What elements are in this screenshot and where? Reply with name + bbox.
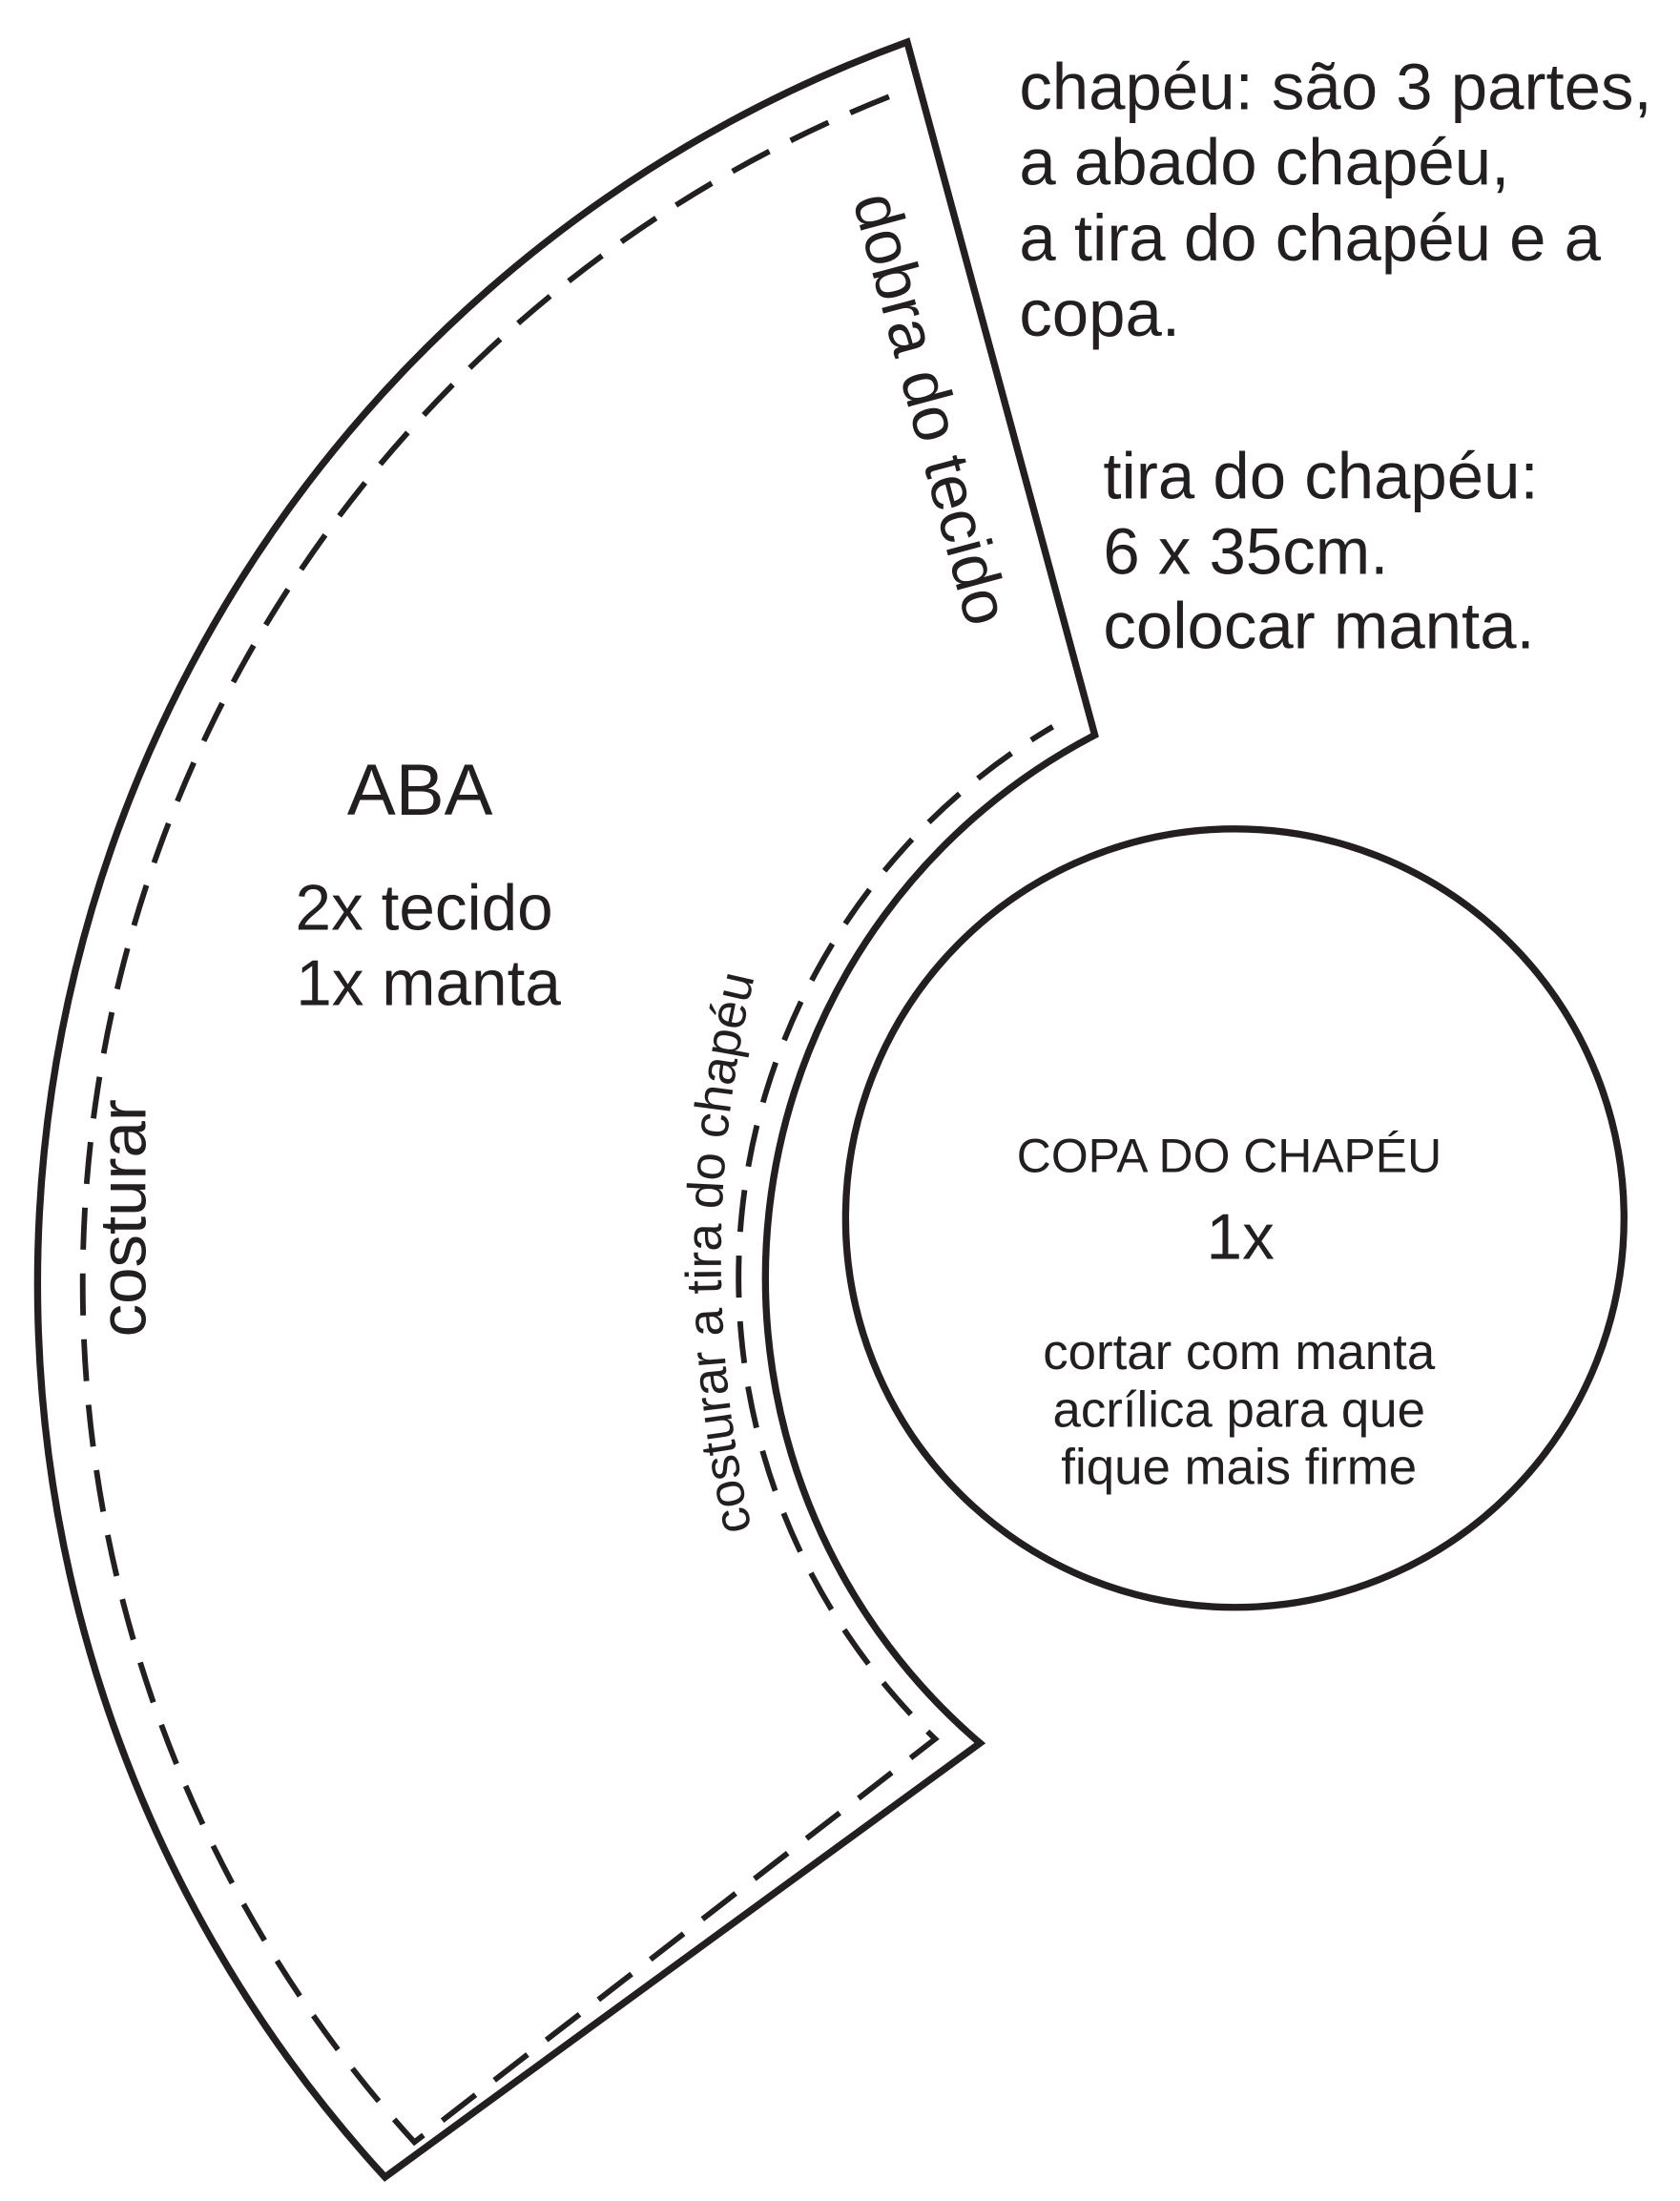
crown-instruction-line: acrílica para que: [1052, 1381, 1425, 1438]
cutting-note-line: a tira do chapéu e a: [1019, 201, 1601, 275]
pattern-notes: chapéu: são 3 partes, a abado chapéu, a …: [1019, 51, 1651, 351]
crown-quantity: 1x: [1207, 1201, 1276, 1273]
cutting-note-line: copa.: [1019, 277, 1180, 350]
crown-instruction-line: fique mais firme: [1061, 1440, 1417, 1496]
brim-outline: [33, 37, 1099, 2182]
strap-note-line: tira do chapéu:: [1103, 439, 1538, 512]
inner-seam-label: costurar a tira do chapéu: [676, 966, 766, 1539]
strap-note-line: colocar manta.: [1103, 589, 1534, 662]
crown-piece: COPA DO CHAPÉU 1x cortar com manta acríl…: [841, 825, 1628, 1611]
fold-label: dobra do tecido: [839, 185, 1023, 633]
brim-seam-line: [79, 93, 1055, 2147]
inner-seam-label-text: costurar a tira do chapéu: [676, 966, 766, 1539]
brim-cut-batting: 1x manta: [296, 948, 561, 1020]
brim-title: ABA: [347, 750, 493, 831]
crown-circle: [841, 825, 1628, 1611]
cutting-note-line: chapéu: são 3 partes,: [1019, 51, 1651, 124]
brim-piece: dobra do tecido costurar costurar a tira…: [33, 37, 1099, 2182]
crown-title: COPA DO CHAPÉU: [1017, 1129, 1441, 1182]
strap-notes: tira do chapéu: 6 x 35cm. colocar manta.: [1103, 439, 1538, 662]
cutting-note-line: a abado chapéu,: [1019, 126, 1509, 199]
strap-note-line: 6 x 35cm.: [1103, 515, 1388, 589]
crown-instruction-line: cortar com manta: [1043, 1324, 1436, 1381]
outer-seam-label: costurar: [87, 1099, 160, 1337]
brim-cut-fabric: 2x tecido: [296, 872, 553, 944]
